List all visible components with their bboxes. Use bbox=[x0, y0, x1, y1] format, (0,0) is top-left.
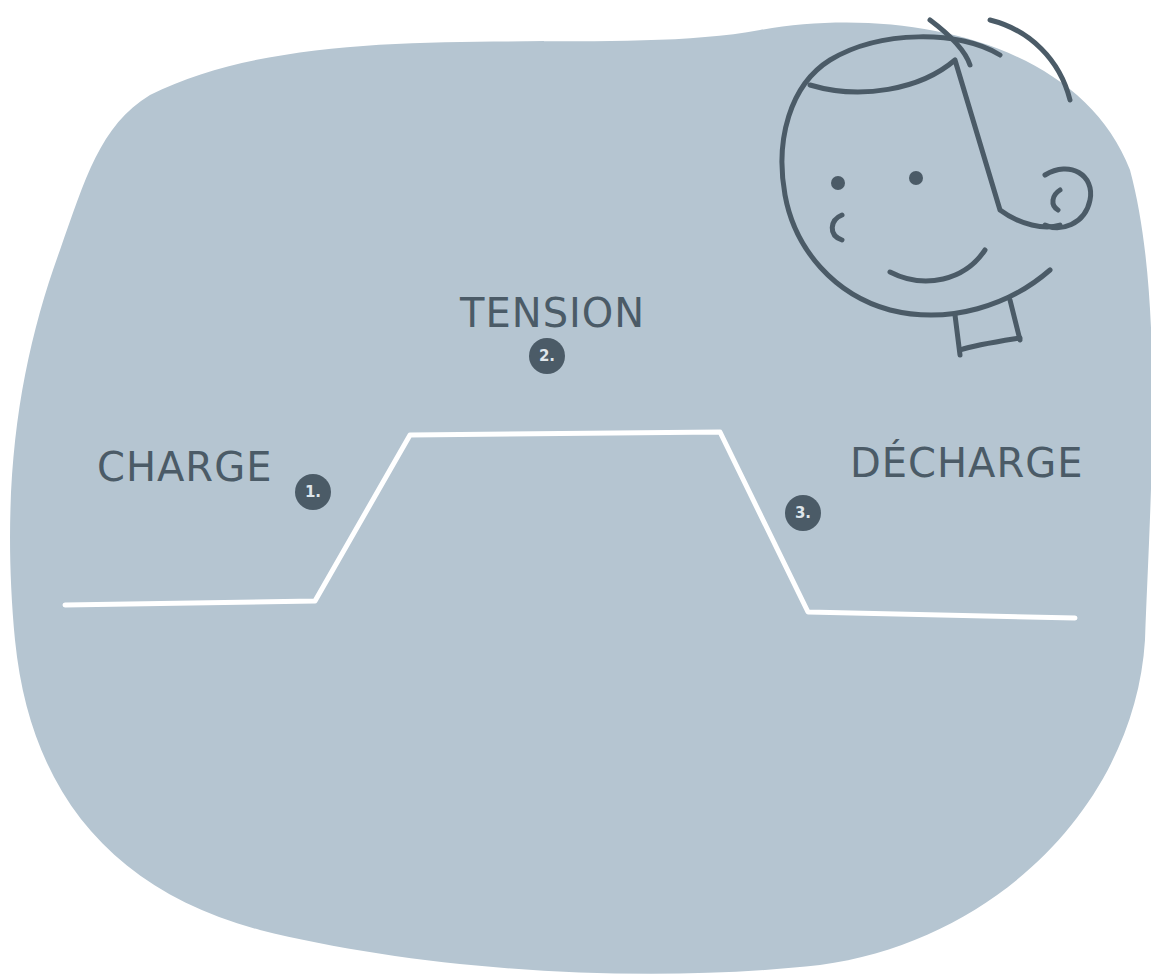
eyes bbox=[831, 171, 923, 190]
callout-number: 3. bbox=[795, 506, 811, 521]
background-blob bbox=[10, 22, 1151, 973]
callout-number: 1. bbox=[305, 485, 321, 500]
callout-dot bbox=[529, 338, 565, 374]
callout-number: 2. bbox=[539, 349, 555, 364]
phase-label: DÉCHARGE bbox=[850, 443, 1084, 483]
callout-dot bbox=[785, 495, 821, 531]
cartoon-face bbox=[782, 20, 1091, 355]
phase-label: TENSION bbox=[460, 293, 645, 333]
phase-label: CHARGE bbox=[97, 447, 272, 487]
callout-dot bbox=[295, 474, 331, 510]
